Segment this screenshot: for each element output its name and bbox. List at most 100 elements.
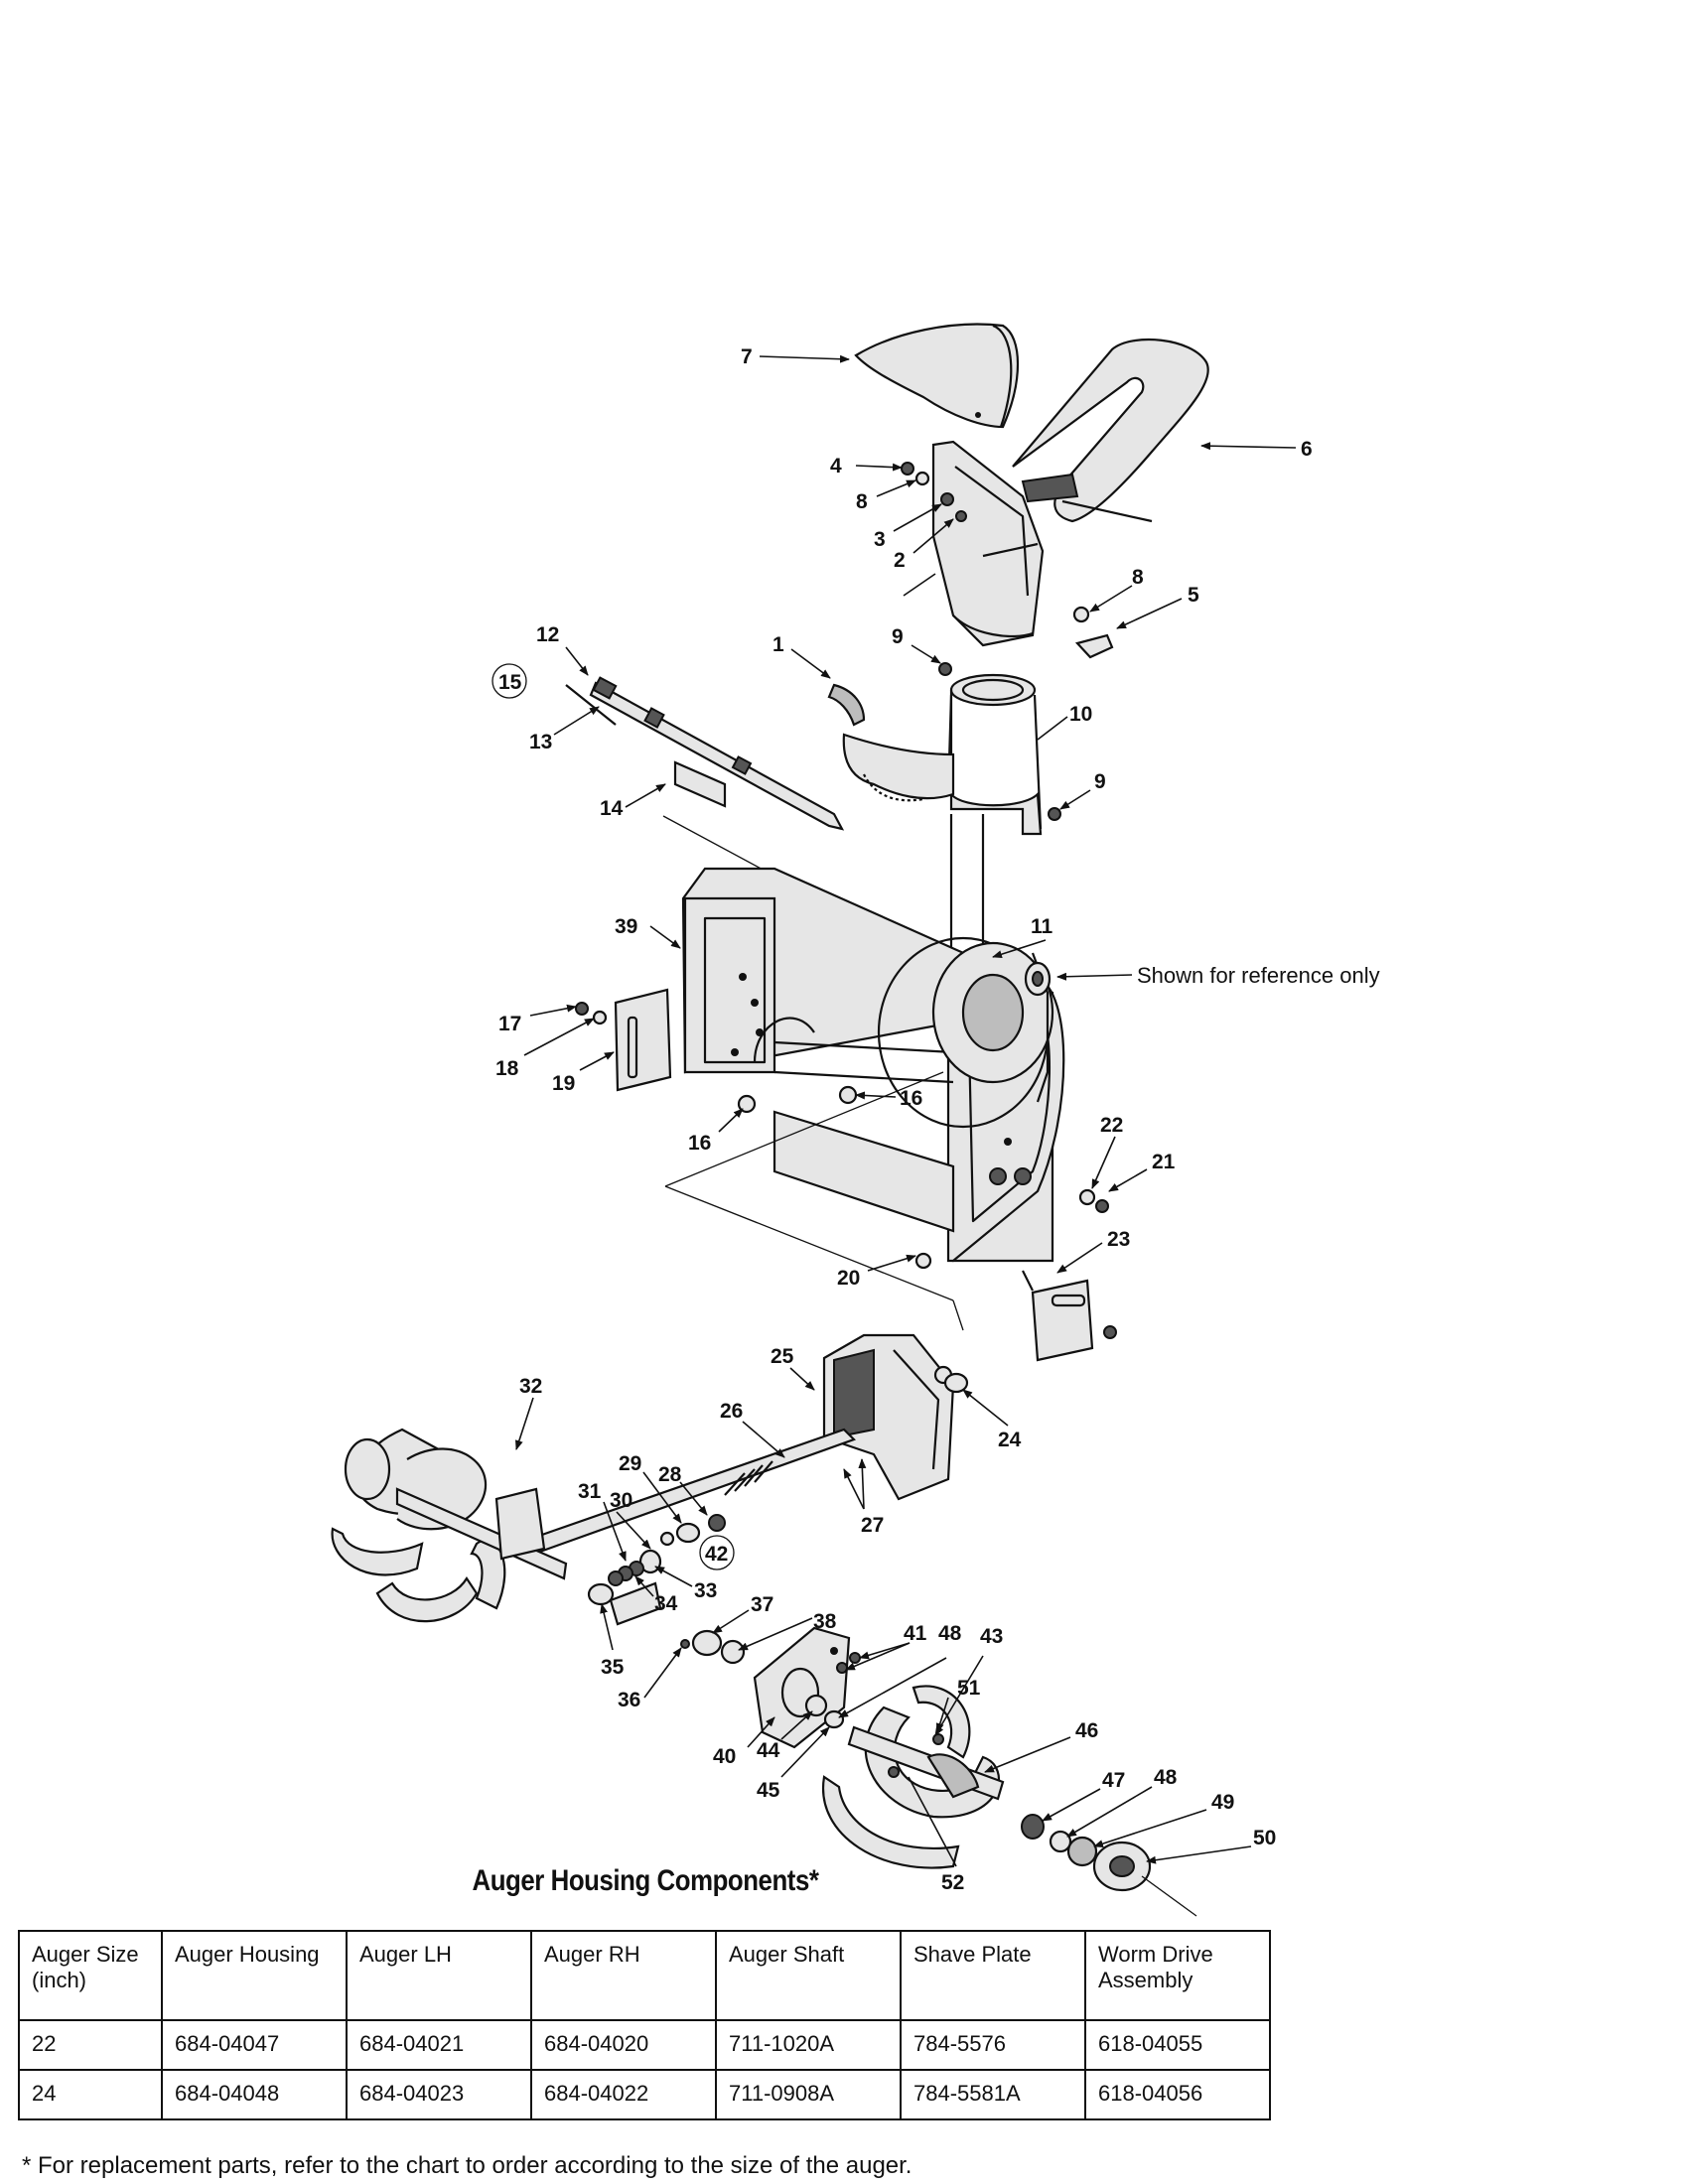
header-auger-housing: Auger Housing	[161, 1930, 348, 2021]
table-row: 22 684-04047 684-04021 684-04020 711-102…	[18, 2019, 1271, 2071]
callout-43: 43	[980, 1625, 1003, 1648]
table-cell: 711-0908A	[715, 2069, 902, 2120]
callout-19: 19	[552, 1072, 575, 1095]
parts-table: Auger Size (inch) Auger Housing Auger LH…	[18, 1930, 1271, 2120]
callout-31: 31	[578, 1480, 602, 1503]
callout-15: 15	[498, 671, 522, 694]
callout-48b: 48	[1154, 1766, 1178, 1789]
callout-23: 23	[1107, 1228, 1130, 1251]
callout-3: 3	[874, 528, 886, 551]
chute-rod-part	[565, 676, 845, 914]
hardware-parts	[575, 462, 1197, 1917]
table-cell: 618-04056	[1084, 2069, 1271, 2120]
callout-36: 36	[618, 1689, 640, 1711]
header-shave-plate: Shave Plate	[900, 1930, 1086, 2021]
table-cell: 684-04022	[530, 2069, 717, 2120]
table-cell: 684-04020	[530, 2019, 717, 2071]
callout-6: 6	[1301, 438, 1313, 461]
skid-shoe-left-part	[614, 988, 672, 1092]
callout-1: 1	[772, 633, 784, 656]
callout-9a: 9	[892, 625, 904, 648]
callout-44: 44	[757, 1739, 780, 1762]
callout-21: 21	[1152, 1151, 1176, 1173]
callout-4: 4	[830, 455, 842, 478]
exploded-parts-diagram: 7 6 4 8 3 2 8 5 1 9 10 9 12 15 13 14	[331, 323, 1380, 1917]
callout-9b: 9	[1094, 770, 1106, 793]
callout-46: 46	[1075, 1719, 1098, 1742]
table-cell: 684-04023	[346, 2069, 532, 2120]
callout-12: 12	[536, 623, 559, 646]
header-auger-lh: Auger LH	[346, 1930, 532, 2021]
callout-8a: 8	[856, 490, 868, 513]
reference-bearing-part	[1024, 961, 1052, 997]
callout-11: 11	[1031, 915, 1053, 938]
callout-28: 28	[658, 1463, 682, 1486]
callout-49: 49	[1211, 1791, 1234, 1814]
callout-32: 32	[519, 1375, 542, 1398]
callout-25: 25	[771, 1345, 794, 1368]
upper-chute-part	[931, 440, 1045, 647]
callout-2: 2	[894, 549, 906, 572]
callout-18: 18	[495, 1057, 519, 1080]
table-title: Auger Housing Components*	[472, 1864, 819, 1897]
reference-note: Shown for reference only	[1137, 963, 1380, 988]
callout-52: 52	[941, 1871, 964, 1894]
header-auger-shaft: Auger Shaft	[715, 1930, 902, 2021]
callout-7: 7	[741, 345, 753, 368]
callout-14: 14	[600, 797, 624, 820]
chute-part	[827, 673, 1043, 953]
table-cell: 684-04021	[346, 2019, 532, 2071]
skid-shoe-right-part	[1022, 1270, 1094, 1362]
callout-22: 22	[1100, 1114, 1123, 1137]
callout-8b: 8	[1132, 566, 1144, 589]
table-cell: 784-5581A	[900, 2069, 1086, 2120]
table-cell: 711-1020A	[715, 2019, 902, 2071]
table-cell: 784-5576	[900, 2019, 1086, 2071]
callout-45: 45	[757, 1779, 780, 1802]
callout-30: 30	[610, 1489, 632, 1512]
callout-20: 20	[837, 1267, 860, 1290]
table-cell: 24	[18, 2069, 163, 2120]
header-auger-rh: Auger RH	[530, 1930, 717, 2021]
callout-40: 40	[713, 1745, 736, 1768]
table-row: 24 684-04048 684-04023 684-04022 711-090…	[18, 2069, 1271, 2120]
callout-10: 10	[1069, 703, 1092, 726]
callout-27: 27	[861, 1514, 884, 1537]
callout-35: 35	[601, 1656, 625, 1679]
callout-39: 39	[615, 915, 637, 938]
callout-24: 24	[998, 1429, 1022, 1451]
auger-left-part	[331, 1428, 568, 1623]
table-cell: 684-04047	[161, 2019, 348, 2071]
auger-housing-part	[664, 867, 1065, 1331]
callout-41: 41	[904, 1622, 927, 1645]
callout-47: 47	[1102, 1769, 1125, 1792]
callout-13: 13	[529, 731, 552, 753]
callout-17: 17	[498, 1013, 521, 1035]
callout-16b: 16	[688, 1132, 711, 1155]
callout-34: 34	[654, 1592, 678, 1615]
chute-handle-part	[1012, 338, 1209, 523]
table-header-row: Auger Size (inch) Auger Housing Auger LH…	[18, 1930, 1271, 2021]
callout-51: 51	[957, 1677, 981, 1700]
footnote: * For replacement parts, refer to the ch…	[22, 2152, 912, 2179]
callout-16a: 16	[900, 1087, 922, 1110]
callout-26: 26	[720, 1400, 743, 1423]
callout-42: 42	[705, 1543, 728, 1566]
table-cell: 22	[18, 2019, 163, 2071]
callout-37: 37	[751, 1593, 773, 1616]
callout-38: 38	[813, 1610, 837, 1633]
callout-5: 5	[1188, 584, 1199, 607]
header-worm-drive: Worm Drive Assembly	[1084, 1930, 1271, 2021]
callout-48a: 48	[938, 1622, 962, 1645]
table-cell: 618-04055	[1084, 2019, 1271, 2071]
gear-case-part	[822, 1333, 955, 1501]
table-cell: 684-04048	[161, 2069, 348, 2120]
auger-right-part	[821, 1685, 1005, 1869]
callout-33: 33	[694, 1579, 717, 1602]
callout-50: 50	[1253, 1827, 1276, 1849]
callout-29: 29	[619, 1452, 641, 1475]
callouts: 7 6 4 8 3 2 8 5 1 9 10 9 12 15 13 14	[491, 345, 1380, 1894]
chute-deflector-part	[854, 323, 1019, 429]
header-auger-size: Auger Size (inch)	[18, 1930, 163, 2021]
worm-drive-part	[753, 1626, 851, 1749]
